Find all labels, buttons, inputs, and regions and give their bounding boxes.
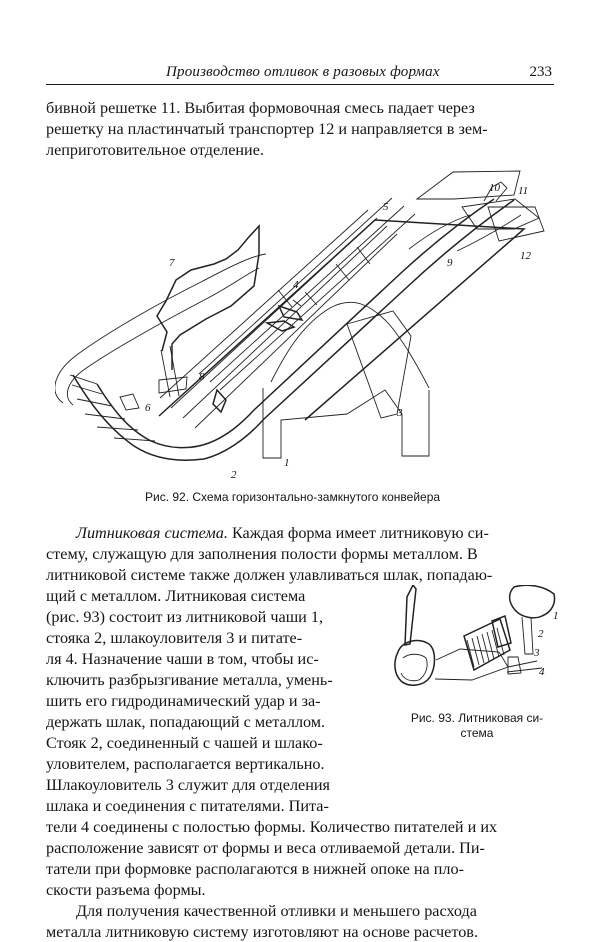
running-title: Производство отливок в разовых формах [166,64,440,80]
section-first-line: Литниковая система. Каждая форма имеет л… [76,523,584,543]
text-line: шлака и соединения с питателями. Пита- [46,797,329,815]
figure-label: 9 [447,257,453,269]
text-line: скости разъема формы. [46,881,206,899]
figure-caption: Рис. 92. Схема горизонтально-замкнутого … [145,490,441,504]
text-line: татели при формовке располагаются в нижн… [46,860,464,878]
gating-system-drawing [394,583,556,686]
figure-caption-line: Рис. 93. Литниковая си- [410,711,544,725]
text-line: леприготовительное отделение. [46,141,264,159]
figure-label: 2 [231,469,237,481]
figure-label: 10 [489,182,500,194]
conveyor-drawing [54,170,545,461]
text-line: щий с металлом. Литниковая система [46,587,306,605]
text-line: Стояк 2, соединенный с чашей и шлако- [46,734,323,752]
figure-label: 8 [199,371,205,383]
figure-label: 12 [520,250,531,262]
section-title: Литниковая система. [76,524,228,542]
text-line: расположение зависят от формы и веса отл… [46,839,485,857]
section-first-line-text: Каждая форма имеет литниковую си- [227,524,489,542]
text-line: стояка 2, шлакоуловителя 3 и питате- [46,629,303,647]
page-number: 233 [529,64,553,80]
text-line: решетку на пластинчатый транспортер 12 и… [46,120,488,138]
page-header: Производство отливок в разовых формах 23… [46,62,554,85]
text-line: (рис. 93) состоит из литниковой чаши 1, [46,608,324,626]
figure-label: 6 [145,402,151,414]
figure-label: 3 [534,647,540,659]
gating-system-figure: 1 2 3 4 [382,583,562,705]
text-line: держать шлак, попадающий с металлом. [46,713,326,731]
figure-label: 4 [293,279,299,291]
figure-label: 1 [284,457,290,469]
text-line: бивной решетке 11. Выбитая формовочная с… [46,99,475,117]
figure-label: 1 [553,610,559,622]
figure-caption: Рис. 93. Литниковая си- стема [392,711,562,741]
conveyor-figure: 7 4 5 10 11 12 9 8 6 3 1 2 [54,170,555,485]
text-line: Для получения качественной отливки и мен… [76,902,477,920]
text-line: литниковой системе также должен улавлива… [46,566,493,584]
figure-label: 5 [383,201,389,213]
text-line: уловителем, располагается вертикально. [46,755,325,773]
figure-label: 11 [518,185,529,197]
figure-caption-line: стема [460,726,494,740]
text-line: металла литниковую систему изготовляют н… [46,923,478,941]
text-line: ля 4. Назначение чаши в том, чтобы ис- [46,650,319,668]
text-line: стему, служащую для заполнения полости ф… [46,545,478,563]
text-line: ключить разбрызгивание металла, умень- [46,671,333,689]
figure-label: 4 [539,666,545,678]
text-line: Шлакоуловитель 3 служит для отделения [46,776,330,794]
text-line: шить его гидродинамический удар и за- [46,692,321,710]
text-line: тели 4 соединены с полостью формы. Колич… [46,818,498,836]
figure-label: 7 [169,257,175,269]
figure-label: 3 [397,407,403,419]
figure-label: 2 [538,628,544,640]
